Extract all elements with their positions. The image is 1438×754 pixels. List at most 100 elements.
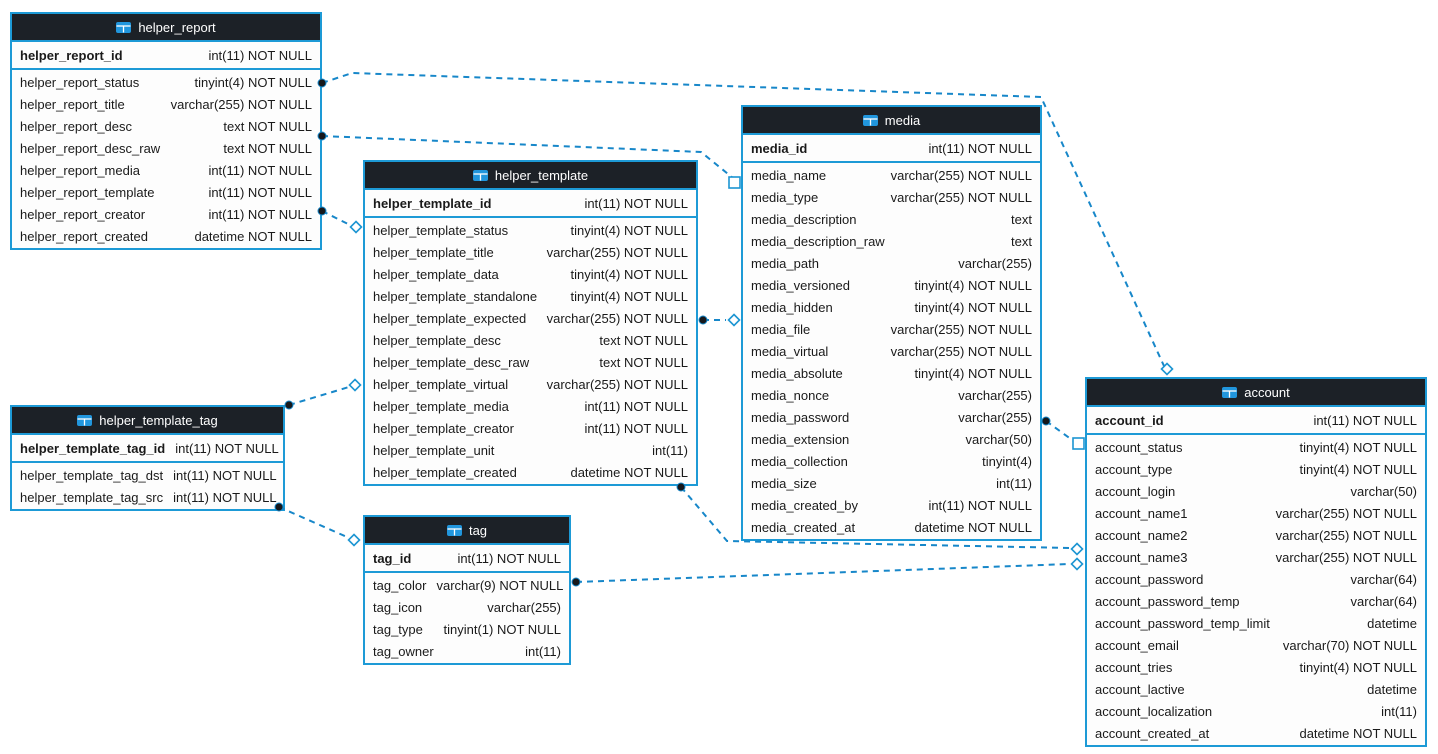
column-type: tinyint(4) NOT NULL xyxy=(570,222,688,238)
table-header[interactable]: helper_template_tag xyxy=(12,407,283,435)
column-name: account_lactive xyxy=(1095,681,1185,697)
column-type: tinyint(4) NOT NULL xyxy=(914,299,1032,315)
column-name: account_localization xyxy=(1095,703,1213,719)
column-row[interactable]: helper_report_desc text NOT NULL xyxy=(12,115,320,137)
table-header[interactable]: helper_template xyxy=(365,162,696,190)
table-header[interactable]: media xyxy=(743,107,1040,135)
column-name: account_email xyxy=(1095,637,1179,653)
column-type: tinyint(4) NOT NULL xyxy=(570,288,688,304)
column-name: helper_report_desc xyxy=(20,118,133,134)
column-type: varchar(255) NOT NULL xyxy=(546,376,688,392)
column-type: datetime NOT NULL xyxy=(1299,725,1417,741)
relation-helper-template-tag-helper-template xyxy=(284,378,362,410)
column-type: int(11) NOT NULL xyxy=(584,195,688,211)
column-name: media_absolute xyxy=(751,365,843,381)
table-header[interactable]: helper_report xyxy=(12,14,320,42)
column-type: text NOT NULL xyxy=(223,118,312,134)
column-name: helper_template_data xyxy=(373,266,499,282)
table-header[interactable]: account xyxy=(1087,379,1425,407)
table-title: helper_report xyxy=(138,19,216,35)
column-name: helper_template_tag_src xyxy=(20,489,164,505)
column-type: int(11) NOT NULL xyxy=(584,398,688,414)
column-name: media_created_by xyxy=(751,497,858,513)
column-type: int(11) NOT NULL xyxy=(208,206,312,222)
column-type: int(11) NOT NULL xyxy=(175,440,279,456)
table-helper-template-tag[interactable]: helper_template_tag helper_template_tag_i… xyxy=(10,405,285,511)
column-type: varchar(255) NOT NULL xyxy=(890,321,1032,337)
table-header[interactable]: tag xyxy=(365,517,569,545)
table-title: helper_template_tag xyxy=(99,412,218,428)
column-type: tinyint(1) NOT NULL xyxy=(443,621,561,637)
